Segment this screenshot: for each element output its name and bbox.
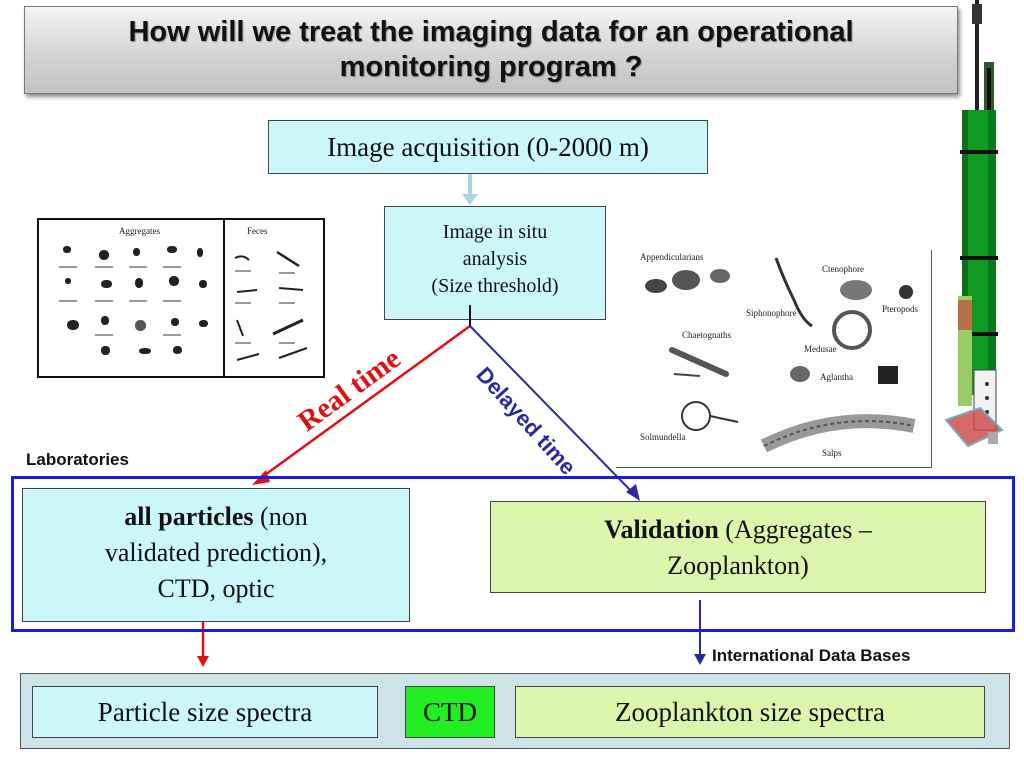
- validation-bold: Validation: [604, 515, 719, 544]
- validation-line-1: Validation (Aggregates –: [491, 512, 985, 548]
- image-acquisition-box: Image acquisition (0-2000 m): [268, 120, 708, 174]
- scale-label: [129, 266, 147, 268]
- aggregate-thumb: [67, 320, 79, 330]
- label-medusae: Medusae: [804, 344, 837, 354]
- aggregate-thumb: [63, 246, 71, 253]
- aggregate-thumb: [169, 276, 179, 286]
- ctd-profiler-instrument: [944, 0, 1004, 448]
- validation-rest: (Aggregates –: [718, 515, 872, 544]
- scale-label: [129, 300, 147, 302]
- zooplankton-image: Appendicularians Ctenophore Siphonophore…: [616, 250, 932, 468]
- in-situ-analysis-box: Image in situ analysis (Size threshold): [384, 206, 606, 320]
- scale-label: [163, 266, 181, 268]
- zooplankton-silhouettes: [645, 257, 916, 453]
- scale-label: [95, 300, 113, 302]
- particle-size-spectra-label: Particle size spectra: [97, 696, 313, 727]
- in-situ-line-2: analysis: [462, 248, 528, 270]
- laboratories-label: Laboratories: [26, 450, 129, 469]
- acquisition-arrow: [462, 174, 478, 205]
- ctd-box: CTD: [405, 686, 495, 738]
- label-chaetognaths: Chaetognaths: [682, 330, 731, 340]
- aggregates-feces-image: Aggregates Feces: [37, 218, 325, 378]
- particle-size-spectra-box: Particle size spectra: [32, 686, 378, 738]
- scale-label: [163, 334, 181, 336]
- all-particles-rest: (non: [253, 502, 308, 531]
- validation-line-2: Zooplankton): [667, 551, 809, 580]
- aggregate-thumb: [139, 348, 151, 354]
- aggregate-thumb: [101, 316, 109, 325]
- in-situ-line-1: Image in situ: [442, 221, 548, 243]
- label-appendicularians: Appendicularians: [640, 252, 704, 262]
- aggregate-thumb: [101, 346, 110, 355]
- zooplankton-size-spectra-label: Zooplankton size spectra: [615, 696, 885, 727]
- scale-label: [95, 266, 113, 268]
- scale-label: [163, 300, 181, 302]
- scale-label: [59, 300, 77, 302]
- zooplankton-size-spectra-box: Zooplankton size spectra: [515, 686, 985, 738]
- page-title: How will we treat the imaging data for a…: [128, 16, 854, 83]
- scale-label: [59, 266, 77, 268]
- aggregate-thumb: [65, 278, 71, 284]
- label-pteropods: Pteropods: [882, 304, 918, 314]
- aggregate-thumb: [133, 248, 140, 256]
- all-particles-box: all particles (non validated prediction)…: [22, 488, 410, 622]
- all-particles-line-1: all particles (non: [23, 499, 409, 535]
- scale-label: [95, 334, 113, 336]
- international-data-bases-label: International Data Bases: [712, 646, 911, 665]
- all-particles-bold: all particles: [124, 502, 254, 531]
- label-siphonophore: Siphonophore: [746, 308, 797, 318]
- validation-box: Validation (Aggregates – Zooplankton): [490, 501, 986, 593]
- image-divider: [223, 220, 225, 376]
- image-acquisition-label: Image acquisition (0-2000 m): [327, 131, 649, 162]
- title-box: How will we treat the imaging data for a…: [24, 6, 958, 94]
- aggregate-thumb: [135, 320, 146, 331]
- aggregate-thumb: [173, 346, 182, 354]
- feces-col-label: Feces: [247, 226, 268, 236]
- aggregate-thumb: [171, 318, 179, 326]
- aggregate-thumb: [135, 278, 143, 288]
- ctd-label: CTD: [423, 696, 477, 727]
- laboratories-frame: [11, 476, 1015, 632]
- aggregate-thumb: [199, 280, 207, 288]
- in-situ-line-3: (Size threshold): [431, 275, 559, 297]
- label-salps: Salps: [822, 448, 842, 458]
- aggregate-thumb: [167, 246, 177, 253]
- label-aglantha: Aglantha: [820, 372, 853, 382]
- all-particles-line-2: validated prediction),: [104, 538, 328, 567]
- label-ctenophore: Ctenophore: [822, 264, 864, 274]
- aggregate-thumb: [99, 250, 109, 260]
- aggregates-col-label: Aggregates: [119, 226, 160, 236]
- feces-strokes: [234, 250, 308, 361]
- all-particles-line-3: CTD, optic: [157, 574, 275, 603]
- aggregate-thumb: [101, 280, 112, 288]
- label-solmundella: Solmundella: [640, 432, 686, 442]
- aggregate-thumb: [197, 248, 203, 257]
- aggregate-thumb: [199, 320, 208, 327]
